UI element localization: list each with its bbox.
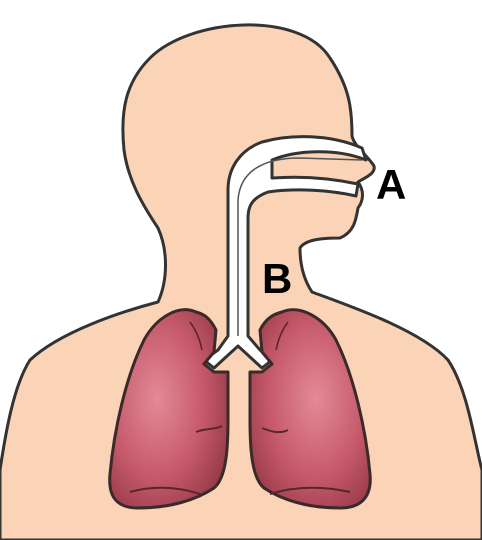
label-a: A — [376, 164, 406, 206]
label-b: B — [262, 258, 292, 300]
